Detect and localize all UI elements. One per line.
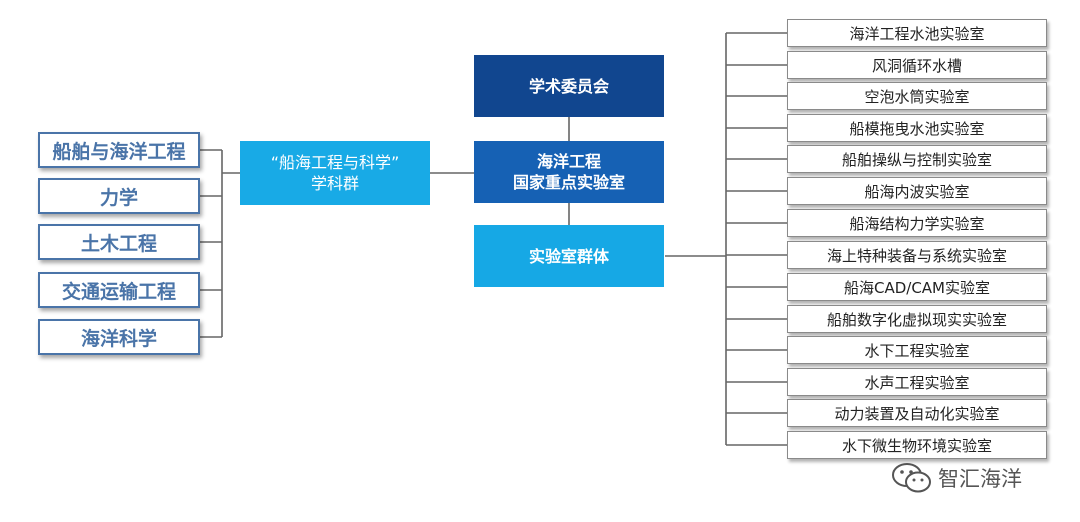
lab-item: 船舶数字化虚拟现实实验室 [787, 305, 1047, 333]
watermark: 智汇海洋 [890, 462, 1022, 494]
lab-item: 水声工程实验室 [787, 368, 1047, 396]
lab-item: 水下工程实验室 [787, 336, 1047, 364]
lab-item: 海上特种装备与系统实验室 [787, 241, 1047, 269]
discipline-naval-ocean-engineering: 船舶与海洋工程 [38, 132, 200, 168]
discipline-mechanics: 力学 [38, 178, 200, 214]
academic-committee-box: 学术委员会 [474, 55, 664, 117]
wechat-icon [892, 463, 931, 493]
national-lab-line1: 海洋工程 [536, 152, 601, 171]
discipline-group-line2: 学科群 [310, 174, 359, 193]
lab-item: 船模拖曳水池实验室 [787, 114, 1047, 142]
discipline-transportation-engineering: 交通运输工程 [38, 272, 200, 308]
lab-item: 船舶操纵与控制实验室 [787, 145, 1047, 173]
discipline-group-line1: “船海工程与科学” [270, 153, 400, 172]
lab-item: 海洋工程水池实验室 [787, 19, 1047, 47]
watermark-text: 智汇海洋 [938, 467, 1022, 491]
lab-item: 水下微生物环境实验室 [787, 431, 1047, 459]
lab-item: 船海内波实验室 [787, 177, 1047, 205]
lab-item: 船海结构力学实验室 [787, 209, 1047, 237]
lab-cluster-box: 实验室群体 [474, 225, 664, 287]
national-lab-box: 海洋工程 国家重点实验室 [474, 141, 664, 203]
national-lab-line2: 国家重点实验室 [512, 173, 625, 192]
lab-item: 风洞循环水槽 [787, 51, 1047, 79]
lab-item: 动力装置及自动化实验室 [787, 399, 1047, 427]
discipline-marine-science: 海洋科学 [38, 319, 200, 355]
lab-item: 空泡水筒实验室 [787, 82, 1047, 110]
lab-item: 船海CAD/CAM实验室 [787, 273, 1047, 301]
discipline-group-box: “船海工程与科学” 学科群 [240, 141, 430, 205]
discipline-civil-engineering: 土木工程 [38, 224, 200, 260]
